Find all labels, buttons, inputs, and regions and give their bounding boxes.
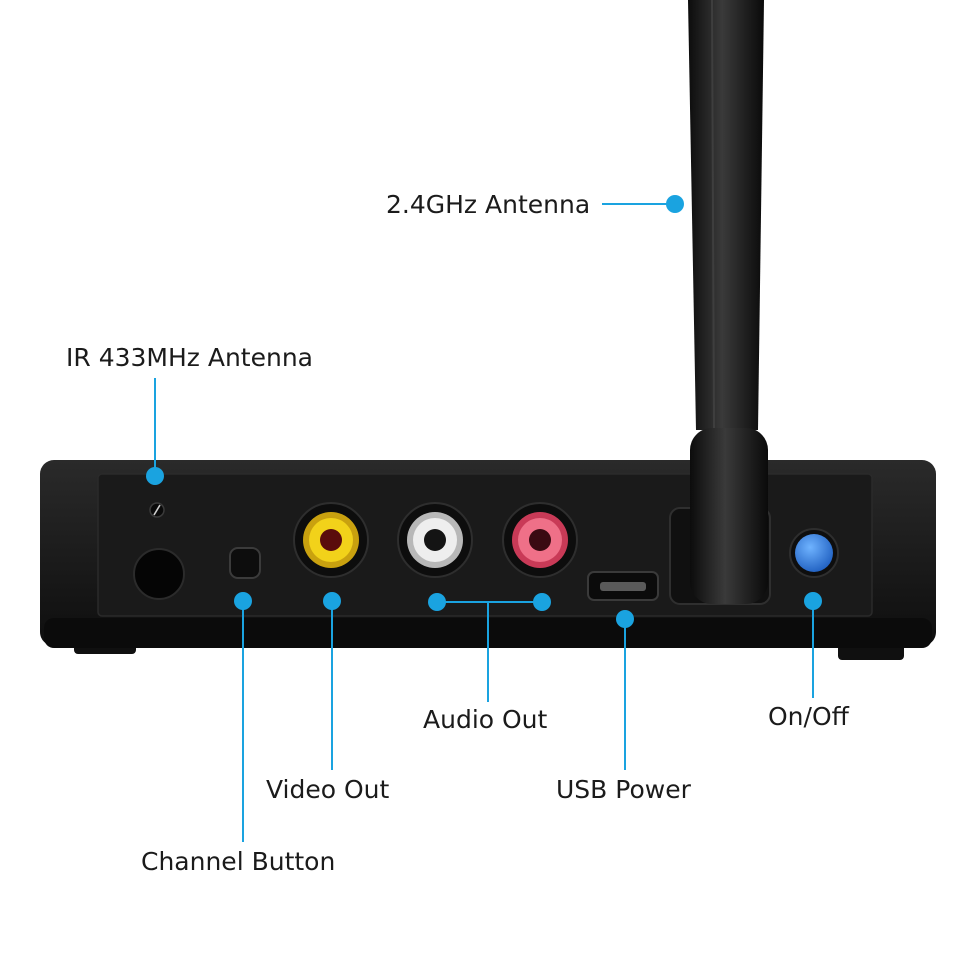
ir-receiver-port	[133, 548, 185, 600]
power-button[interactable]	[789, 528, 839, 578]
usb-power-port[interactable]	[587, 571, 659, 601]
label-on-off: On/Off	[768, 702, 849, 731]
label-video-out: Video Out	[266, 775, 390, 804]
label-ir-433mhz-antenna: IR 433MHz Antenna	[66, 343, 313, 372]
dot-audio-out-left	[428, 593, 446, 611]
dot-antenna-24ghz	[666, 195, 684, 213]
dot-on-off	[804, 592, 822, 610]
channel-button[interactable]	[229, 547, 261, 579]
label-audio-out: Audio Out	[423, 705, 548, 734]
label-antenna-24ghz: 2.4GHz Antenna	[386, 190, 591, 219]
label-channel-button: Channel Button	[141, 847, 336, 876]
video-out-jack[interactable]	[293, 502, 369, 578]
dot-ir-433	[146, 467, 164, 485]
label-usb-power: USB Power	[556, 775, 691, 804]
dot-channel-button	[234, 592, 252, 610]
audio-out-right-jack[interactable]	[502, 502, 578, 578]
dot-video-out	[323, 592, 341, 610]
dot-audio-out-right	[533, 593, 551, 611]
dot-usb-power	[616, 610, 634, 628]
antenna-2-4ghz	[688, 0, 768, 604]
audio-out-left-jack[interactable]	[397, 502, 473, 578]
